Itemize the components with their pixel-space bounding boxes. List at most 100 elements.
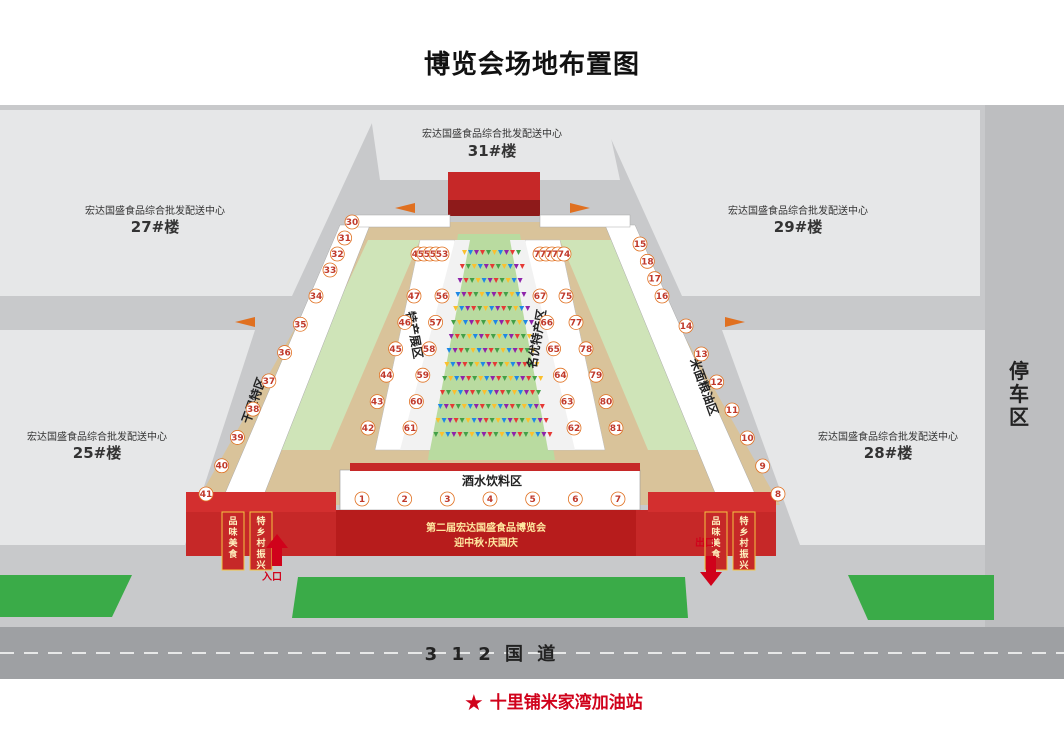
booth-marker — [647, 271, 663, 287]
booth-number: 53 — [436, 250, 449, 260]
booth-number: 32 — [331, 250, 344, 260]
booth-number: 46 — [399, 318, 412, 328]
booth-marker — [755, 458, 771, 474]
booth-marker — [539, 314, 555, 330]
bunting-flag — [506, 348, 512, 353]
booth-number: 40 — [215, 462, 228, 472]
bunting-flag — [529, 320, 534, 325]
bunting-flag — [541, 432, 547, 437]
bunting-flag — [487, 278, 493, 283]
bunting-flag — [494, 390, 499, 395]
booth-number: 77 — [570, 318, 583, 328]
bunting-flag — [511, 432, 517, 437]
booth-marker — [360, 420, 376, 436]
bunting-flag — [453, 306, 459, 311]
bunting-flag — [502, 376, 508, 381]
booth-marker — [678, 318, 694, 334]
bunting-flag — [470, 348, 476, 353]
booth-marker — [378, 367, 394, 383]
star-icon: ★ — [464, 691, 484, 716]
booth-marker — [724, 402, 740, 418]
bunting-flag — [480, 362, 486, 367]
bunting-flag — [478, 376, 484, 381]
bunting-flag — [485, 404, 491, 409]
bunting-flag — [474, 362, 480, 367]
bunting-flag — [490, 334, 496, 339]
bunting-flag — [484, 334, 490, 339]
bunting-flag — [521, 404, 527, 409]
bunting-flag — [433, 432, 439, 437]
booth-marker — [415, 367, 431, 383]
bunting-flag — [471, 418, 477, 423]
booth-marker — [277, 345, 292, 360]
booth-number: 41 — [200, 490, 213, 500]
arch-pillar-4 — [732, 511, 756, 571]
booth-number: 36 — [278, 349, 291, 359]
entrance-label: 入口 — [262, 571, 282, 583]
bunting-flag — [500, 390, 505, 395]
bunting-flag — [459, 306, 465, 311]
bunting-flag — [460, 376, 466, 381]
booth-number: 59 — [417, 371, 430, 381]
bunting-flag — [503, 404, 509, 409]
booth-number: 18 — [641, 257, 654, 267]
booth-marker — [308, 288, 324, 304]
bunting-flag — [461, 292, 467, 297]
parking-strip — [985, 105, 1064, 627]
zone-drinks: 酒水饮料区 — [462, 473, 522, 488]
booth-marker — [421, 341, 437, 357]
bunting-flag — [483, 418, 489, 423]
bunting-flag — [495, 306, 501, 311]
bunting-flag — [465, 418, 471, 423]
bunting-flag — [530, 348, 536, 353]
bunting-flag — [518, 390, 523, 395]
bunting-flag — [498, 250, 503, 255]
bunting-flag — [527, 404, 533, 409]
booth-number: 33 — [324, 266, 337, 276]
bunting-flag — [505, 320, 510, 325]
bunting-flag — [464, 390, 469, 395]
bunting-flag — [514, 334, 520, 339]
page-title: 博览会场地布置图 — [423, 50, 640, 80]
bunting-flag — [499, 320, 504, 325]
booth-number: 66 — [541, 318, 554, 328]
arrow-left-top — [395, 203, 415, 213]
bunting-flag — [470, 390, 475, 395]
bunting-flag — [479, 404, 485, 409]
bunting-flag — [477, 306, 483, 311]
bunting-flag — [521, 292, 527, 297]
booth-number: 75 — [560, 292, 573, 302]
bunting-flag — [475, 278, 481, 283]
bunting-flag — [475, 320, 480, 325]
building-27-num: 27#楼 — [131, 218, 179, 236]
booth-marker — [556, 246, 572, 262]
booth-marker — [566, 420, 582, 436]
bunting-flag — [474, 250, 479, 255]
building-29 — [598, 110, 980, 296]
bunting-flag — [489, 306, 495, 311]
arch-text: 特乡村振兴 — [739, 515, 749, 571]
bunting-flag — [458, 348, 464, 353]
bunting-flag — [468, 250, 473, 255]
booth-number: 12 — [710, 378, 723, 388]
building-25 — [0, 330, 255, 545]
booth-number: 34 — [310, 292, 323, 302]
green-belt-right — [848, 575, 994, 620]
bunting-flag — [525, 418, 531, 423]
arch-text: 品味美食 — [710, 516, 721, 560]
bunting-flag — [477, 418, 483, 423]
parking-label: 停车区 — [1009, 359, 1029, 429]
booth-marker — [632, 236, 648, 252]
bunting-flag — [459, 264, 465, 269]
booth-marker — [434, 246, 450, 262]
bunting-flag — [531, 418, 537, 423]
booth-number: 56 — [436, 292, 449, 302]
bunting-flag — [462, 250, 467, 255]
left-gate-header — [186, 492, 336, 512]
bunting-flag — [469, 432, 475, 437]
arch-pillar-1 — [221, 511, 245, 571]
bunting-flag — [501, 306, 507, 311]
booth-number: 80 — [600, 398, 613, 408]
